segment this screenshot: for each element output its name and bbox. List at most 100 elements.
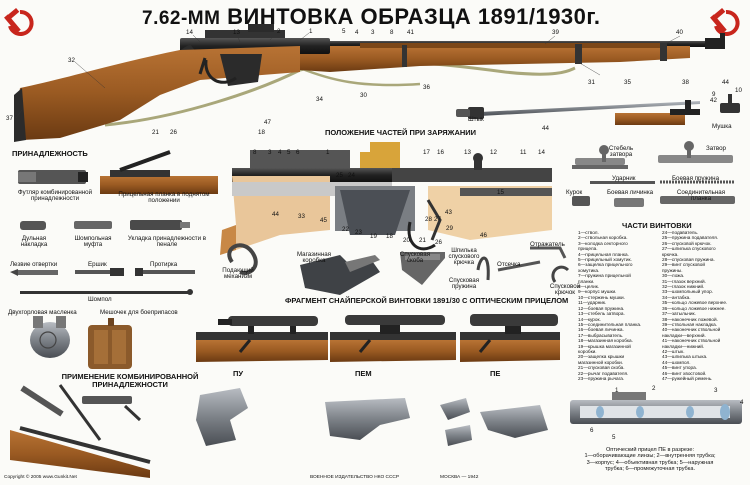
callout: 27 [434, 216, 441, 223]
section-usage: ПРИМЕНЕНИЕ КОМБИНИРОВАННОЙ ПРИНАДЛЕЖНОСТ… [61, 372, 199, 389]
accessory-case [18, 170, 88, 184]
parts-legend-right: 24—подаватель.25—пружина подавателя.26—с… [662, 230, 746, 381]
callout: 44 [272, 211, 279, 218]
legend-item: 6—защелка прицельного [578, 262, 633, 268]
callout: 3 [268, 149, 272, 156]
callout: 26 [435, 239, 442, 246]
callout: 14 [186, 29, 193, 36]
callout: 3 [714, 387, 718, 394]
legend-item: 27—шпилька спускового [662, 246, 716, 252]
legend-item: 8—целик. [578, 284, 600, 290]
legend-item: 25—пружина подавателя. [662, 235, 719, 241]
label-screwdriver: Лезвие отвертки [10, 261, 58, 268]
sniper-pem [330, 315, 456, 362]
callout: 5 [342, 28, 346, 35]
label-trigger-guard: Спусковая скоба [399, 251, 431, 265]
callout: 28 [425, 216, 432, 223]
label-muzzle-cover: Дульная накладка [20, 235, 48, 249]
legend-item: 34—антабка. [662, 294, 691, 300]
callout: 35 [624, 79, 631, 86]
legend-item: 23—пружина рычага. [578, 375, 625, 381]
section-parts: ЧАСТИ ВИНТОВКИ [622, 221, 692, 230]
scope-caption-line: трубка; 6—промежуточная трубка. [604, 466, 695, 473]
legend-item: 47—ружейный ремень. [662, 375, 713, 381]
legend-item: 20—защелка крышки [578, 354, 625, 360]
label-front-sight: Мушка [712, 123, 732, 130]
callout: 26 [170, 129, 177, 136]
loading-cross-section [220, 142, 552, 255]
publisher: ВОЕННОЕ ИЗДАТЕЛЬСТВО НКО СССР [310, 475, 400, 480]
legend-item: пружины. [662, 267, 683, 273]
legend-item: 22—рычаг подавателя. [578, 370, 629, 376]
pe-scope-cutaway [570, 392, 742, 424]
callout: 6 [590, 427, 594, 434]
bayonet [456, 101, 700, 119]
label-ammo-pouch: Мешочек для боеприпасов [100, 309, 178, 316]
muzzle-cover-icon [20, 221, 46, 230]
callout: 44 [542, 125, 549, 132]
callout: 17 [423, 149, 430, 156]
legend-item: 17—выбрасыватель. [578, 332, 624, 338]
usage-diagram [10, 384, 151, 478]
legend-item: 37—затыльник. [662, 311, 696, 317]
label-rod-coupling: Шомпольная муфта [74, 235, 112, 249]
legend-item: 1—ствол. [578, 230, 599, 235]
sniper-pe [460, 314, 560, 362]
callout: 39 [552, 29, 559, 36]
brush-icon [75, 268, 124, 276]
callout: 47 [264, 119, 271, 126]
label-firing-pin: Ударник [612, 175, 636, 182]
sniper-pu [196, 316, 328, 362]
callout: 18 [386, 233, 393, 240]
callout: 24 [348, 172, 355, 179]
scope-mounts [196, 388, 548, 446]
callout: 19 [370, 233, 377, 240]
callout: 21 [152, 129, 159, 136]
callout: 4 [355, 29, 359, 36]
legend-item: 9—корпус мушки. [578, 289, 617, 295]
label-bayonet: Штык [468, 116, 484, 123]
label-reflector: Отражатель [530, 241, 565, 248]
rod-coupling-icon [74, 221, 112, 229]
legend-item: 28—спусковая пружина. [662, 257, 715, 263]
legend-item: 36—кольцо ложевое нижнее. [662, 305, 726, 311]
callout: 6 [296, 149, 300, 156]
callout: 34 [316, 96, 323, 103]
callout: 29 [446, 225, 453, 232]
label-bolt-head: Боевая личинка [607, 189, 654, 196]
callout: 10 [735, 87, 742, 94]
legend-item: 5—прицельный хомутик. [578, 257, 632, 263]
label-case: Футляр комбинированной принадлежности [17, 189, 93, 203]
legend-item: 42—штык. [662, 348, 685, 354]
label-trigger: Спусковой крючок [549, 283, 581, 297]
callout: 30 [360, 92, 367, 99]
label-feed: Подающий механизм [222, 267, 254, 281]
callout: 13 [464, 149, 471, 156]
legend-item: 43—шпилька штыка. [662, 354, 708, 360]
trigger-guard-icon [400, 252, 445, 285]
legend-item: накладки—верхний. [662, 332, 706, 338]
legend-item: 29—винт спусковой [662, 262, 705, 268]
label-wiper: Протирка [150, 261, 178, 268]
callout: 4 [278, 149, 282, 156]
legend-item: магазинной коробки. [578, 359, 624, 365]
screwdriver-icon [10, 269, 58, 276]
callout: 1 [309, 28, 313, 35]
oiler-icon [30, 316, 70, 358]
legend-item: планки. [578, 278, 595, 284]
label-bolt-stem: Стебель затвора [608, 145, 634, 159]
legend-item: 35—кольцо ложевое верхнее. [662, 300, 728, 306]
legend-item: 19—крышка магазинной [578, 343, 631, 349]
callout: 22 [342, 226, 349, 233]
legend-item: 3—колодка секторного [578, 240, 628, 246]
callout: 5 [612, 434, 616, 441]
callout: 8 [390, 29, 394, 36]
callout: 1 [326, 149, 330, 156]
feed-mechanism-icon [227, 243, 258, 275]
legend-item: 13—стебель затвора. [578, 311, 625, 317]
callout: 13 [233, 29, 240, 36]
legend-item: крючка. [662, 251, 679, 257]
section-loading: ПОЛОЖЕНИЕ ЧАСТЕЙ ПРИ ЗАРЯЖАНИИ [325, 128, 477, 137]
label-brush: Ершик [88, 261, 107, 268]
